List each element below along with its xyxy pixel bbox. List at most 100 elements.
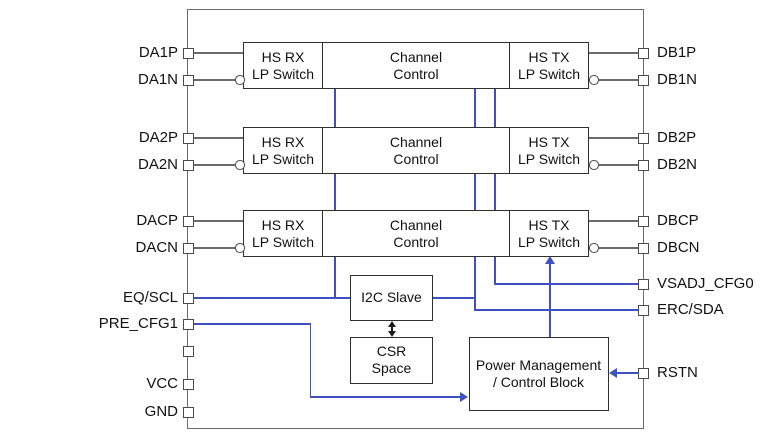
lp-switch-label: LP Switch [252, 150, 314, 167]
stem-da2p [194, 137, 244, 139]
pin-label-precfg1: PRE_CFG1 [98, 315, 178, 332]
wire-precfg1-h1 [194, 323, 311, 325]
pin-da2n [182, 159, 194, 171]
pin-label-da1n: DA1N [137, 71, 178, 88]
pin-label-da2n: DA2N [137, 156, 178, 173]
pin-rstn [637, 367, 649, 379]
stem-db1n [598, 79, 638, 81]
channel-label: Channel [389, 216, 443, 233]
pin-dbcn [637, 242, 649, 254]
pin-label-eqscl: EQ/SCL [122, 289, 178, 306]
pin-vcc [182, 378, 194, 390]
hs-tx-label: HS TX [528, 216, 570, 233]
space-label: Space [371, 360, 412, 376]
inverter-bubble-db1n [589, 75, 599, 85]
lp-switch-label: LP Switch [252, 233, 314, 250]
wire-pm-to-hstx [549, 263, 551, 337]
hs-rx-label: HS RX [261, 133, 305, 150]
pin-db2p [637, 132, 649, 144]
pin-label-rstn: RSTN [657, 364, 698, 381]
pin-label-da1p: DA1P [138, 44, 178, 61]
wire-eqscl-to-i2c [194, 297, 350, 299]
csr-space-block: CSR Space [350, 336, 433, 384]
control-block-label: / Control Block [492, 373, 585, 390]
stem-da2n [194, 164, 235, 166]
channel-control-block-3: Channel Control [322, 211, 510, 256]
pin-dacp [182, 215, 194, 227]
hs-rx-lp-switch-block-1: HS RX LP Switch [244, 43, 322, 88]
wire-bus-vert-b [474, 87, 476, 311]
pin-db1p [637, 47, 649, 59]
wire-vsadj-cfg0 [494, 283, 638, 285]
hs-tx-label: HS TX [528, 48, 570, 65]
pin-db1n [637, 74, 649, 86]
stem-dbcp [588, 220, 638, 222]
pin-da2p [182, 132, 194, 144]
pin-label-dacn: DACN [135, 239, 178, 256]
pin-ercsda [637, 304, 649, 316]
i2c-slave-block: I2C Slave [350, 274, 433, 321]
wire-bus-vert-a [334, 87, 336, 298]
control-label: Control [393, 65, 439, 82]
control-label: Control [393, 233, 439, 250]
pin-label-db1p: DB1P [657, 44, 697, 61]
inverter-bubble-da2n [235, 160, 245, 170]
lp-switch-label: LP Switch [518, 150, 580, 167]
pin-label-gnd: GND [144, 403, 178, 420]
stem-db2p [588, 137, 638, 139]
stem-dacn [194, 247, 235, 249]
stem-da1n [194, 79, 235, 81]
pin-label-da2p: DA2P [138, 129, 178, 146]
channel-row-3: HS RX LP Switch Channel Control HS TX LP… [243, 210, 589, 257]
wire-i2c-to-bus [433, 297, 476, 299]
control-label: Control [393, 150, 439, 167]
wire-ercsda [474, 309, 638, 311]
lp-switch-label: LP Switch [518, 233, 580, 250]
channel-row-2: HS RX LP Switch Channel Control HS TX LP… [243, 127, 589, 174]
inverter-bubble-db2n [589, 160, 599, 170]
hs-tx-lp-switch-block-2: HS TX LP Switch [510, 128, 588, 173]
wire-precfg1-h2 [309, 396, 461, 398]
i2c-csr-link [391, 325, 393, 333]
i2c-slave-label: I2C Slave [361, 289, 422, 305]
stem-db2n [598, 164, 638, 166]
channel-control-block-1: Channel Control [322, 43, 510, 88]
pin-eqscl [182, 292, 194, 304]
pin-label-db2n: DB2N [657, 156, 698, 173]
pin-label-vsadjcfg0: VSADJ_CFG0 [657, 275, 754, 292]
lp-switch-label: LP Switch [252, 65, 314, 82]
arrowhead-i2c-to-csr [388, 330, 396, 337]
pin-unlabeled [182, 345, 194, 357]
pin-dbcp [637, 215, 649, 227]
arrowhead-precfg1-into-pm [460, 391, 468, 402]
power-management-label: Power Management [475, 356, 602, 373]
hs-tx-lp-switch-block-1: HS TX LP Switch [510, 43, 588, 88]
channel-control-block-2: Channel Control [322, 128, 510, 173]
pin-dacn [182, 242, 194, 254]
pin-label-db1n: DB1N [657, 71, 698, 88]
wire-rstn [615, 372, 638, 374]
pin-label-dbcp: DBCP [657, 212, 699, 229]
pin-label-ercsda: ERC/SDA [657, 301, 724, 318]
hs-rx-lp-switch-block-3: HS RX LP Switch [244, 211, 322, 256]
wire-precfg1-vert [309, 323, 311, 398]
pin-label-vcc: VCC [146, 375, 178, 392]
inverter-bubble-da1n [235, 75, 245, 85]
stem-db1p [588, 52, 638, 54]
arrowhead-pm-to-hstx [544, 256, 555, 264]
pin-label-dbcn: DBCN [657, 239, 700, 256]
pin-precfg1 [182, 318, 194, 330]
stem-dbcn [598, 247, 638, 249]
pin-db2n [637, 159, 649, 171]
stem-dacp [194, 220, 244, 222]
channel-label: Channel [389, 133, 443, 150]
channel-label: Channel [389, 48, 443, 65]
arrowhead-rstn-into-pm [608, 367, 617, 378]
csr-label: CSR [376, 343, 407, 359]
inverter-bubble-dacn [235, 243, 245, 253]
wire-bus-vert-c [494, 87, 496, 285]
hs-rx-lp-switch-block-2: HS RX LP Switch [244, 128, 322, 173]
pin-gnd [182, 406, 194, 418]
inverter-bubble-dbcn [589, 243, 599, 253]
